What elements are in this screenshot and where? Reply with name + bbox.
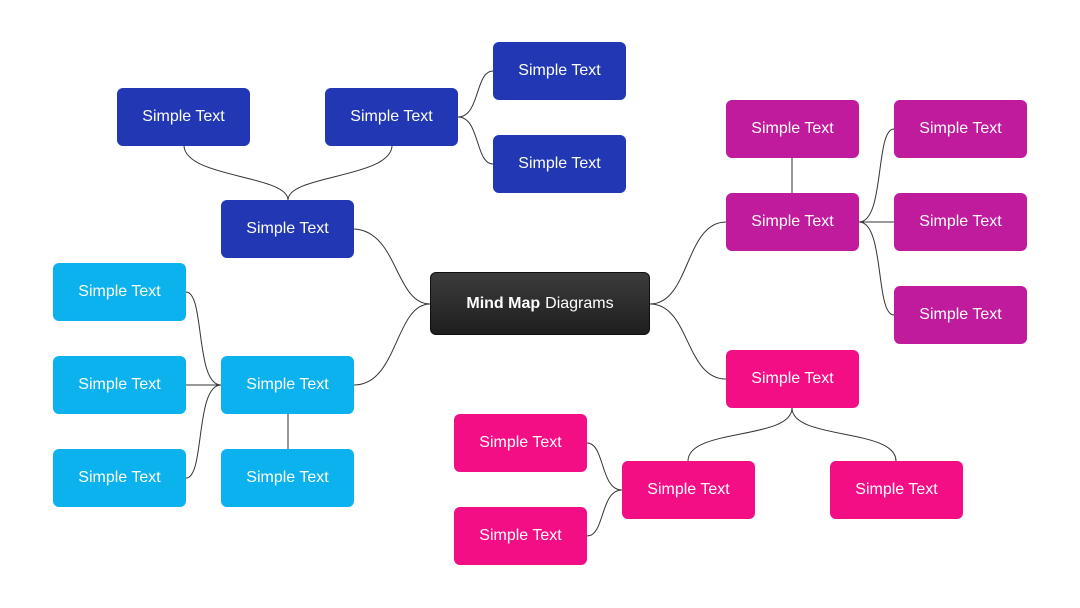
connector-line [649,221,727,305]
node-purple-above[interactable]: Simple Text [726,100,859,158]
connector-line [353,303,431,386]
node-pink-left-2[interactable]: Simple Text [454,507,587,565]
node-label: Simple Text [751,213,834,230]
central-title-bold: Mind Map [466,294,541,312]
node-pink-right[interactable]: Simple Text [830,461,963,519]
node-label: Simple Text [518,155,601,172]
node-navy-top-left[interactable]: Simple Text [117,88,250,146]
central-title-rest: Diagrams [545,294,614,312]
node-label: Simple Text [647,481,730,498]
connector-line [687,407,793,462]
node-navy-top-mid[interactable]: Simple Text [325,88,458,146]
connector-line [457,116,494,165]
node-pink-left-1[interactable]: Simple Text [454,414,587,472]
node-cyan-left-2[interactable]: Simple Text [53,356,186,414]
node-label: Simple Text [142,108,225,125]
node-purple-hub[interactable]: Simple Text [726,193,859,251]
node-label: Simple Text [78,469,161,486]
connector-line [586,489,623,537]
node-navy-top-right-1[interactable]: Simple Text [493,42,626,100]
node-pink-mid[interactable]: Simple Text [622,461,755,519]
node-purple-right-3[interactable]: Simple Text [894,286,1027,344]
connector-line [185,384,222,479]
node-navy-top-right-2[interactable]: Simple Text [493,135,626,193]
node-cyan-hub[interactable]: Simple Text [221,356,354,414]
node-label: Simple Text [246,220,329,237]
node-label: Simple Text [919,120,1002,137]
node-label: Simple Text [78,283,161,300]
node-label: Simple Text [479,434,562,451]
node-label: Simple Text [751,370,834,387]
node-label: Simple Text [518,62,601,79]
central-node[interactable]: Mind Map Diagrams [430,272,650,335]
node-cyan-left-1[interactable]: Simple Text [53,263,186,321]
connector-line [649,303,727,380]
connector-line [353,228,431,305]
node-pink-hub[interactable]: Simple Text [726,350,859,408]
node-label: Simple Text [246,376,329,393]
connector-line [858,221,895,316]
connector-line [287,145,393,201]
node-label: Simple Text [246,469,329,486]
node-label: Simple Text [855,481,938,498]
connector-line [791,407,897,462]
node-purple-right-1[interactable]: Simple Text [894,100,1027,158]
connector-line [457,70,494,118]
connector-line [183,145,289,201]
node-navy-hub[interactable]: Simple Text [221,200,354,258]
node-cyan-below[interactable]: Simple Text [221,449,354,507]
node-cyan-left-3[interactable]: Simple Text [53,449,186,507]
node-label: Simple Text [350,108,433,125]
node-label: Simple Text [751,120,834,137]
connector-line [858,128,895,223]
node-label: Simple Text [919,306,1002,323]
node-label: Simple Text [919,213,1002,230]
node-label: Simple Text [78,376,161,393]
node-purple-right-2[interactable]: Simple Text [894,193,1027,251]
connector-line [185,291,222,386]
connector-line [586,442,623,491]
node-label: Simple Text [479,527,562,544]
